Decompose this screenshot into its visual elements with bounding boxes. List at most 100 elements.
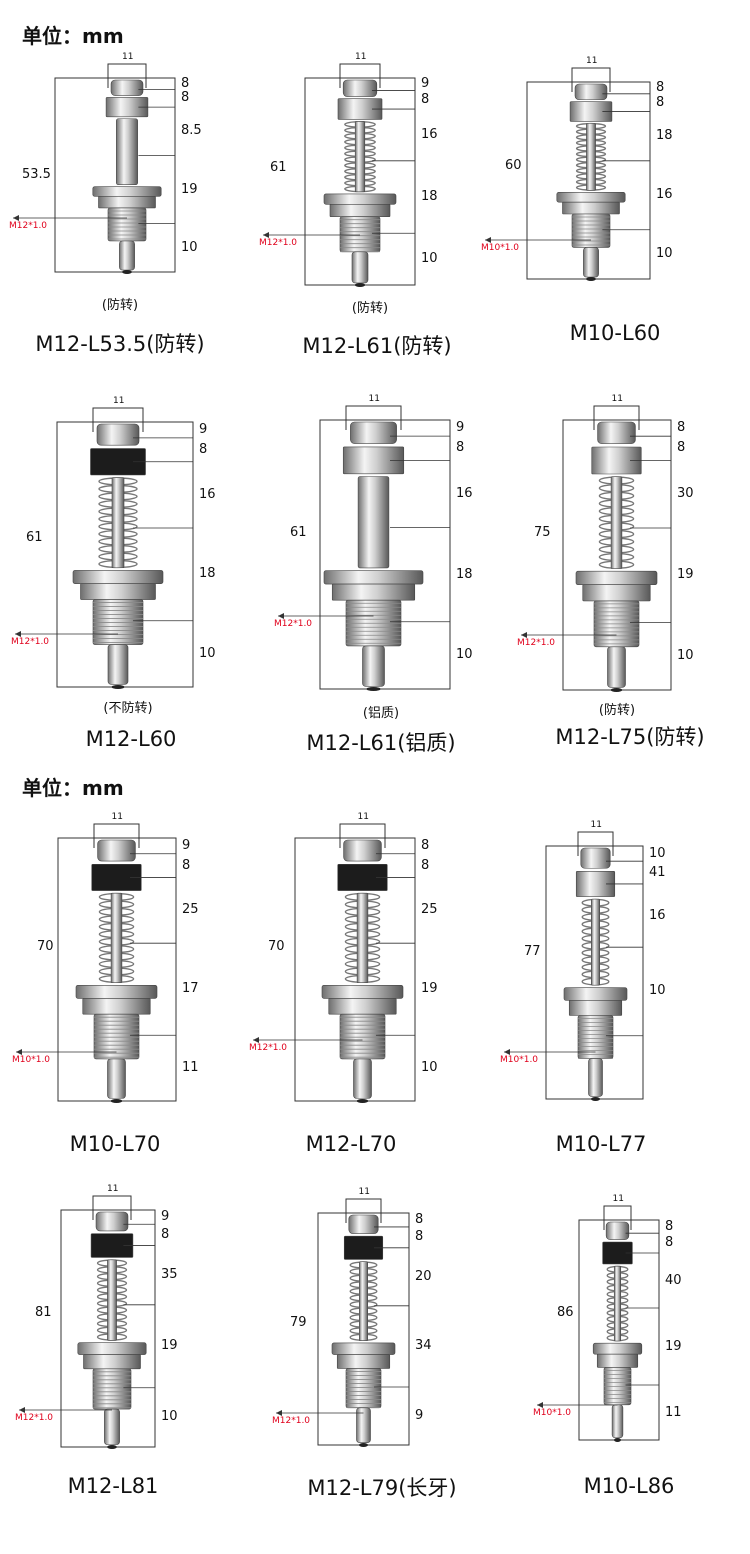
total-length-label: 86 — [557, 1305, 574, 1320]
thread-spec-label: M12*1.0 — [259, 238, 298, 248]
total-length-label: 81 — [35, 1305, 52, 1320]
thread-spec-label: M10*1.0 — [533, 1408, 572, 1418]
segment-length-label: 9 — [182, 837, 191, 853]
model-caption: M12-L79(长牙) — [307, 1476, 457, 1500]
top-width-label: 11 — [612, 1194, 624, 1204]
segment-length-label: 9 — [421, 76, 430, 92]
segment-length-label: 30 — [677, 486, 694, 502]
segment-length-label: 10 — [649, 845, 666, 861]
thread-spec-label: M12*1.0 — [517, 638, 556, 648]
segment-length-label: 20 — [415, 1268, 432, 1284]
total-length-label: 61 — [290, 525, 307, 540]
segment-length-label: 10 — [421, 251, 438, 267]
thread-spec-label: M10*1.0 — [500, 1055, 539, 1065]
total-length-label: 61 — [26, 530, 43, 545]
segment-length-label: 10 — [649, 983, 666, 999]
segment-length-label: 18 — [456, 566, 473, 582]
segment-length-label: 10 — [456, 647, 473, 663]
thread-spec-label: M12*1.0 — [272, 1416, 311, 1426]
note-label: (不防转) — [103, 701, 153, 716]
model-caption: M10-L60 — [569, 321, 661, 345]
segment-length-label: 8 — [665, 1218, 674, 1234]
segment-length-label: 19 — [421, 981, 438, 997]
segment-length-label: 41 — [649, 864, 666, 880]
thread-spec-label: M12*1.0 — [15, 1413, 54, 1423]
unit-label: 单位：mm — [22, 24, 124, 48]
segment-length-label: 9 — [415, 1408, 424, 1423]
segment-length-label: 18 — [199, 566, 216, 582]
segment-length-label: 8 — [421, 91, 430, 107]
segment-length-label: 18 — [656, 128, 673, 144]
segment-length-label: 8 — [677, 420, 686, 436]
segment-length-label: 8 — [421, 837, 430, 853]
segment-length-label: 11 — [182, 1060, 199, 1076]
total-length-label: 70 — [268, 939, 285, 954]
segment-length-label: 19 — [665, 1338, 682, 1354]
total-length-label: 77 — [524, 944, 541, 959]
note-label: (防转) — [351, 301, 389, 316]
segment-length-label: 19 — [677, 567, 694, 583]
segment-length-label: 10 — [421, 1060, 438, 1076]
thread-spec-label: M10*1.0 — [481, 243, 520, 253]
unit-label: 单位：mm — [22, 776, 124, 800]
segment-length-label: 40 — [665, 1272, 682, 1288]
segment-length-label: 16 — [649, 907, 666, 923]
segment-length-label: 10 — [181, 239, 198, 255]
segment-length-label: 8 — [677, 440, 686, 456]
model-caption: M10-L77 — [555, 1132, 647, 1156]
model-caption: M10-L70 — [69, 1132, 161, 1156]
total-length-label: 79 — [290, 1315, 307, 1330]
segment-length-label: 34 — [415, 1338, 432, 1354]
top-width-label: 11 — [355, 52, 367, 62]
segment-length-label: 10 — [199, 645, 216, 661]
segment-length-label: 19 — [181, 181, 198, 197]
total-length-label: 70 — [37, 939, 54, 954]
total-length-label: 60 — [505, 158, 522, 173]
note-label: (防转) — [598, 703, 636, 718]
model-caption: M12-L61(铝质) — [306, 731, 456, 755]
top-width-label: 11 — [111, 812, 123, 822]
total-length-label: 53.5 — [22, 167, 51, 182]
thread-spec-label: M10*1.0 — [12, 1055, 51, 1065]
segment-length-label: 16 — [656, 187, 673, 203]
segment-length-label: 11 — [665, 1404, 682, 1420]
top-width-label: 11 — [358, 1187, 370, 1197]
segment-length-label: 25 — [182, 902, 199, 918]
note-label: (防转) — [101, 298, 139, 313]
segment-length-label: 35 — [161, 1267, 178, 1283]
thread-spec-label: M12*1.0 — [9, 221, 48, 231]
segment-length-label: 8 — [182, 857, 191, 873]
segment-length-label: 8 — [181, 75, 190, 91]
model-caption: M12-L81 — [67, 1474, 159, 1498]
note-label: (铝质) — [362, 706, 400, 721]
segment-length-label: 8 — [415, 1211, 424, 1227]
segment-length-label: 8 — [656, 79, 665, 95]
model-caption: M10-L86 — [583, 1474, 675, 1498]
top-width-label: 11 — [586, 56, 598, 66]
segment-length-label: 8.5 — [181, 123, 202, 139]
total-length-label: 75 — [534, 525, 551, 540]
segment-length-label: 8 — [665, 1235, 674, 1251]
segment-length-label: 18 — [421, 189, 438, 205]
segment-length-label: 8 — [415, 1229, 424, 1245]
segment-length-label: 9 — [456, 420, 465, 436]
segment-length-label: 8 — [456, 440, 465, 456]
segment-length-label: 25 — [421, 902, 438, 918]
thread-spec-label: M12*1.0 — [11, 637, 50, 647]
segment-length-label: 10 — [656, 246, 673, 262]
model-caption: M12-L53.5(防转) — [35, 332, 205, 356]
top-width-label: 11 — [107, 1184, 119, 1194]
top-width-label: 11 — [611, 394, 623, 404]
segment-length-label: 16 — [421, 126, 438, 142]
segment-length-label: 8 — [161, 1226, 170, 1242]
segment-length-label: 10 — [677, 648, 694, 664]
